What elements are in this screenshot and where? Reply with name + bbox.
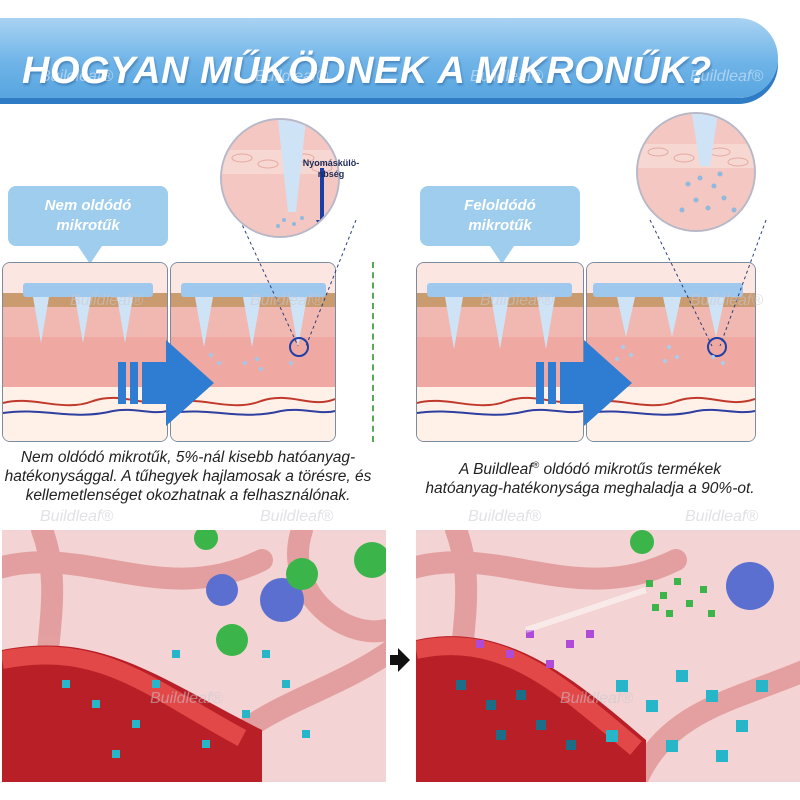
- watermark: Buildleaf®: [690, 68, 764, 85]
- magnifier-guide-lines: [649, 219, 767, 347]
- skin-panel-left-after: [170, 262, 336, 442]
- watermark: Buildleaf®: [468, 508, 542, 525]
- magnified-skin: [222, 120, 338, 236]
- skin-illustration: [417, 263, 583, 441]
- skin-panel-right-after: [586, 262, 756, 442]
- watermark: Buildleaf®: [685, 508, 759, 525]
- magnifier-left: [220, 118, 340, 238]
- skin-illustration: [3, 263, 167, 441]
- watermark: Buildleaf®: [150, 690, 224, 707]
- arrow-right-icon: [118, 340, 214, 426]
- tissue-illustration: [416, 530, 800, 782]
- tissue-illustration: [2, 530, 386, 782]
- watermark: Buildleaf®: [560, 690, 634, 707]
- magnifier-right: [636, 112, 756, 232]
- bubble-label: Nem oldódó mikrotűk: [44, 197, 132, 234]
- watermark: Buildleaf®: [40, 508, 114, 525]
- arrow-right-icon: [536, 340, 632, 426]
- caption-text: oldódó mikrotűs termékek hatóanyag-haték…: [425, 461, 755, 498]
- bubble-dissolving: Feloldódó mikrotűk: [420, 186, 580, 264]
- pressure-label: Nyomáskülö-nbség: [302, 158, 360, 179]
- watermark: Buildleaf®: [40, 68, 114, 85]
- watermark: Buildleaf®: [260, 508, 334, 525]
- skin-panel-left-before: [2, 262, 168, 442]
- watermark: Buildleaf®: [690, 292, 764, 309]
- watermark: Buildleaf®: [255, 68, 329, 85]
- bubble-non-dissolving: Nem oldódó mikrotűk: [8, 186, 168, 264]
- photo-non-dissolving-effect: [2, 530, 386, 782]
- magnified-skin: [638, 114, 754, 230]
- watermark: Buildleaf®: [470, 68, 544, 85]
- photo-dissolving-effect: [416, 530, 800, 782]
- skin-illustration: [171, 263, 335, 441]
- bubble-label: Feloldódó mikrotűk: [464, 197, 536, 234]
- caption-left: Nem oldódó mikrotűk, 5%-nál kisebb hatóa…: [4, 449, 372, 504]
- arrow-right-icon: [390, 648, 410, 672]
- watermark: Buildleaf®: [70, 292, 144, 309]
- skin-illustration: [587, 263, 755, 441]
- page-title: HOGYAN MŰKÖDNEK A MIKRONŰK?: [22, 50, 712, 92]
- caption-text: A Buildleaf: [459, 461, 533, 479]
- header-banner: HOGYAN MŰKÖDNEK A MIKRONŰK? Buildleaf® B…: [0, 18, 778, 98]
- divider: [372, 262, 374, 442]
- caption-registered-mark: ®: [532, 460, 540, 470]
- caption-right: A Buildleaf® oldódó mikrotűs termékek ha…: [420, 456, 760, 498]
- watermark: Buildleaf®: [250, 292, 324, 309]
- watermark: Buildleaf®: [480, 292, 554, 309]
- magnifier-guide-lines: [239, 219, 357, 347]
- skin-panel-right-before: [416, 262, 584, 442]
